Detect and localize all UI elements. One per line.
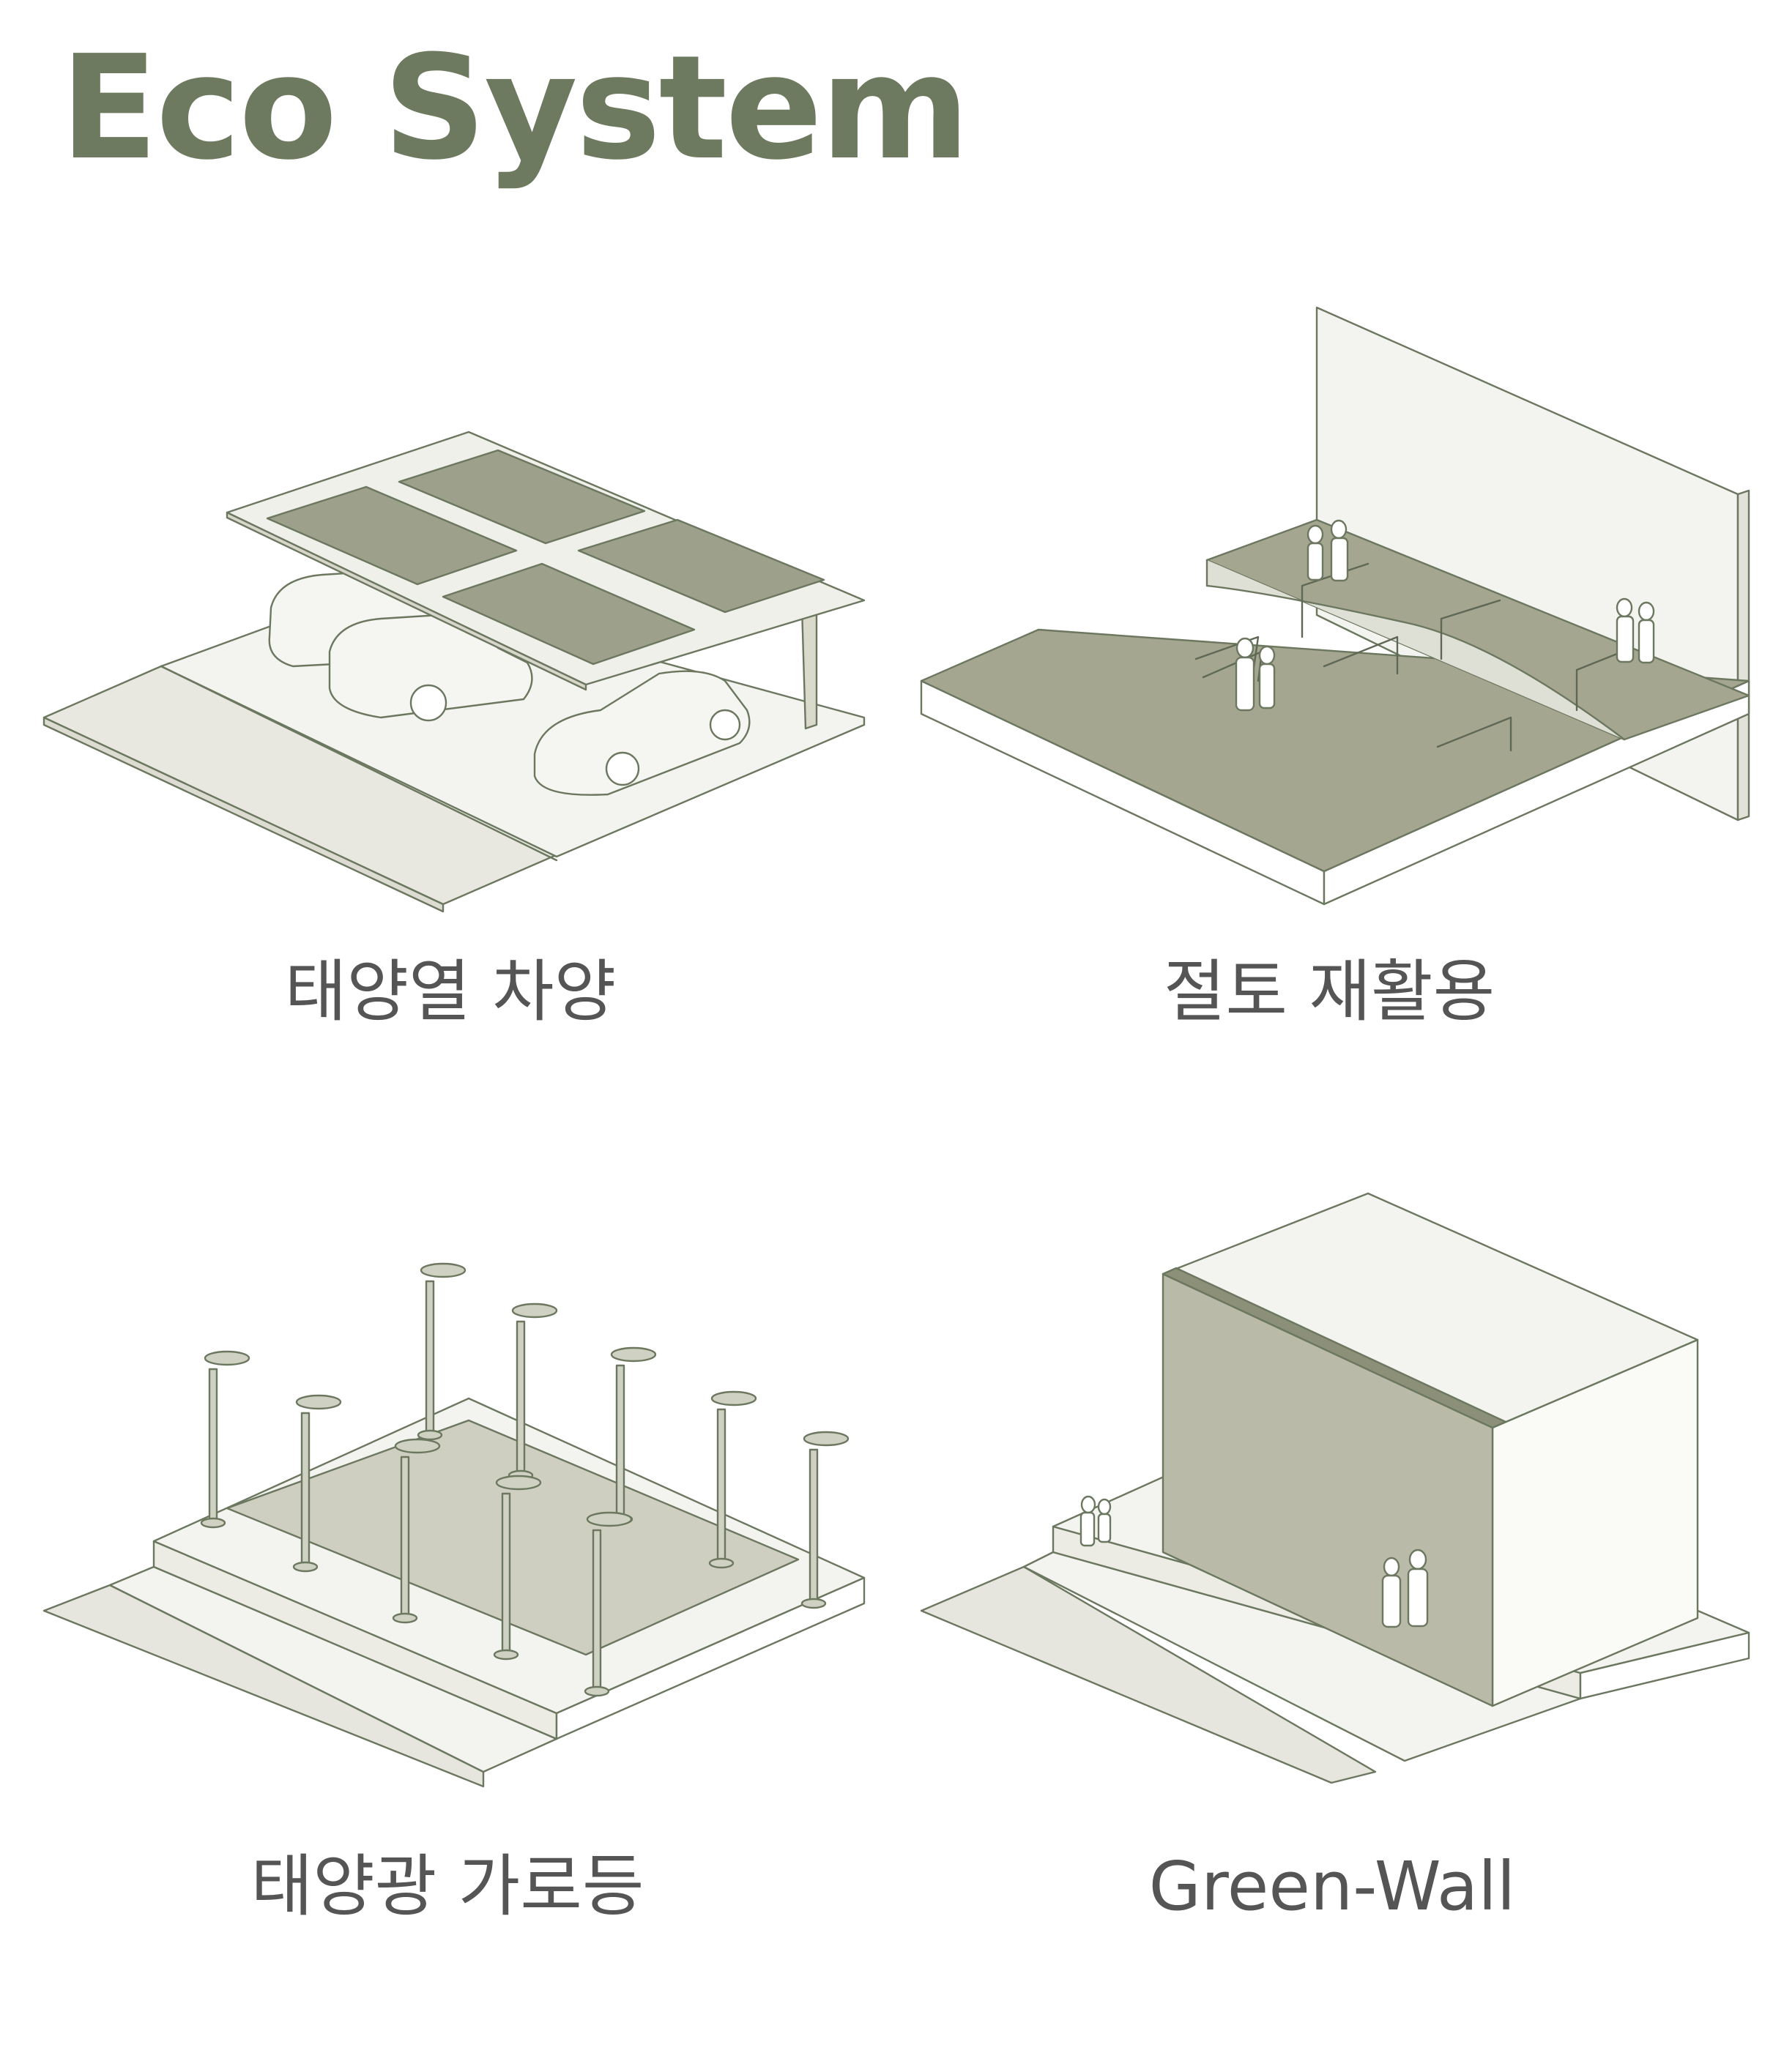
caption-solar-streetlight: 태양광 가로등: [250, 1847, 644, 1926]
solar-streetlight-panel: 태양광 가로등: [0, 1128, 892, 2072]
solar-streetlight-icon: [42, 1262, 866, 1788]
page-title: Eco System: [60, 25, 970, 192]
cut-earth-reuse-icon: [920, 306, 1750, 906]
caption-solar-shade: 태양열 차양: [284, 953, 617, 1031]
solar-carport-icon: [42, 431, 866, 913]
green-wall-panel: Green-Wall: [892, 1128, 1784, 2072]
green-wall-icon: [920, 1192, 1750, 1784]
solar-carport-panel: 태양열 차양: [0, 242, 892, 1186]
cut-reuse-panel: 절토 재활용: [892, 242, 1784, 1186]
caption-green-wall: Green-Wall: [1148, 1847, 1516, 1926]
caption-cut-reuse: 절토 재활용: [1163, 953, 1495, 1031]
